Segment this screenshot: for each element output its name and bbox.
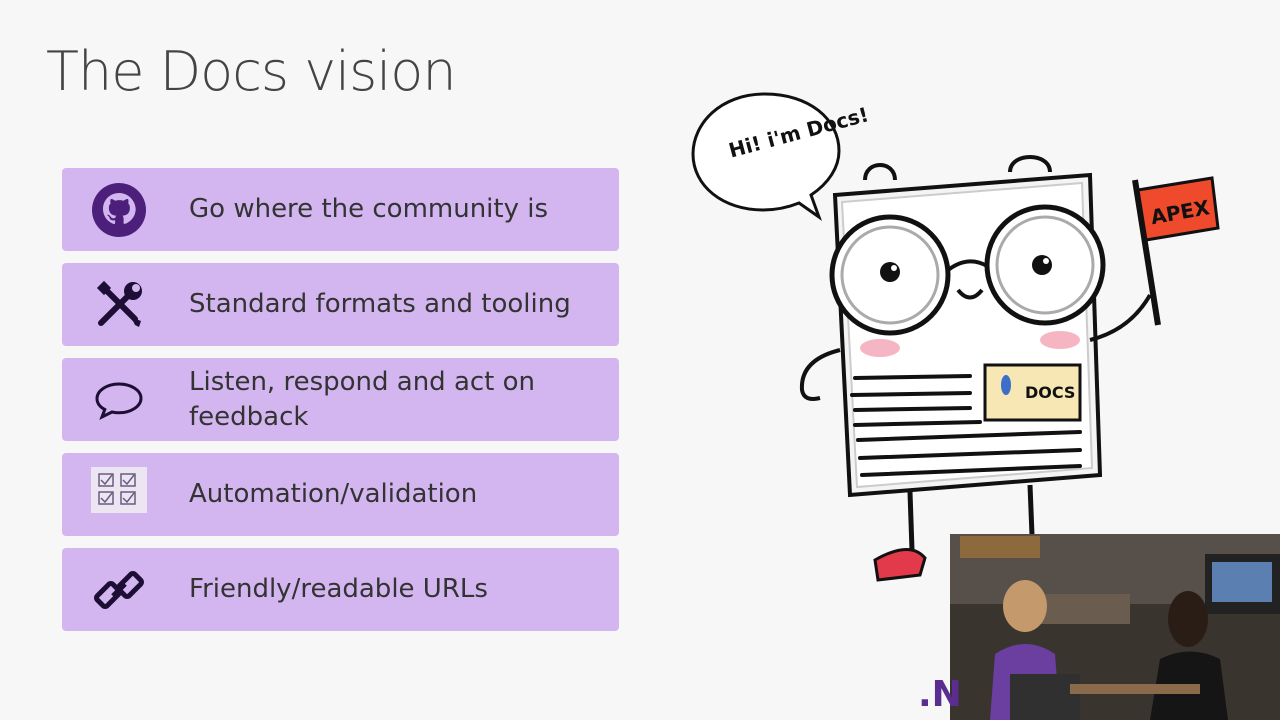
vision-item-label: Automation/validation — [189, 479, 478, 509]
docs-mascot-illustration: Hi! i'm Docs! DOCS APEX — [691, 92, 1220, 582]
dotnet-logo: .N — [918, 674, 962, 715]
vision-list: Go where the community is Standard forma… — [62, 168, 619, 643]
vision-item-label: Listen, respond and act on feedback — [189, 366, 536, 432]
tools-icon — [91, 277, 147, 333]
vision-item-label: Friendly/readable URLs — [189, 574, 488, 604]
slide-title: The Docs vision — [46, 40, 457, 103]
vision-item-label: Standard formats and tooling — [189, 289, 571, 319]
webcam-video — [950, 534, 1280, 720]
link-icon — [91, 562, 147, 618]
vision-item-label: Go where the community is — [189, 194, 549, 224]
badge-text: DOCS — [1025, 383, 1075, 402]
vision-item-feedback: Listen, respond and act on feedback — [62, 358, 619, 441]
vision-item-urls: Friendly/readable URLs — [62, 548, 619, 631]
vision-item-community: Go where the community is — [62, 168, 619, 251]
vision-item-automation: Automation/validation — [62, 453, 619, 536]
github-icon — [91, 182, 147, 238]
speech-bubble-icon — [91, 372, 147, 428]
checklist-icon — [91, 466, 147, 523]
vision-item-tooling: Standard formats and tooling — [62, 263, 619, 346]
